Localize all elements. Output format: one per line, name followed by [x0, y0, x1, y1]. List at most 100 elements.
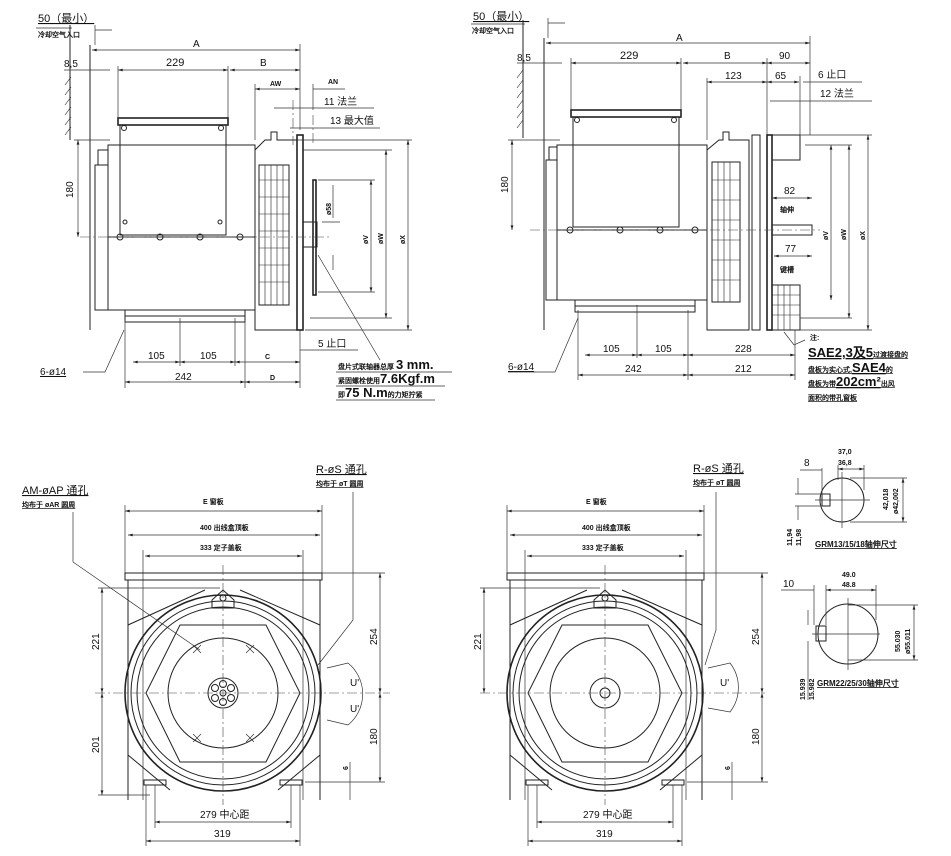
keyway-label: 键槽 — [779, 265, 794, 274]
dim-319-label: 319 — [596, 829, 613, 840]
dim-180-label: 180 — [369, 728, 380, 745]
dim-180-label: 180 — [65, 181, 76, 198]
dim-229-label: 229 — [166, 57, 184, 69]
dim-123-label: 123 — [725, 71, 742, 82]
dim-201-label: 201 — [91, 736, 102, 753]
dia-55-030-label: 55.030 — [895, 630, 902, 652]
dim-254-label: 254 — [751, 628, 762, 645]
dim-221-label: 221 — [473, 633, 484, 650]
am-holes-label: AM-øAP 通孔 — [22, 484, 88, 497]
dim-90-label: 90 — [779, 51, 791, 62]
note-line-4: 面积的带孔窗板 — [808, 393, 858, 402]
dim-212-label: 212 — [735, 364, 752, 375]
angle-u1-label: U' — [350, 678, 359, 689]
r-pcd-label: 均布于 øT 圆周 — [693, 478, 740, 487]
air-inlet-label: 冷却空气入口 — [38, 30, 80, 39]
note-line-2: 盘板为实心式,SAE4的 — [808, 360, 893, 375]
dim-e-label: E 窗板 — [586, 497, 608, 506]
dim-c-label: C — [265, 354, 270, 361]
caption-label: GRM22/25/30轴伸尺寸 — [817, 678, 899, 688]
dim-6-label: 6 — [343, 766, 350, 770]
note-line-1: SAE2,3及5过渡接盘的 — [808, 345, 908, 360]
end-view-b: R-øS 通孔 均布于 øT 圆周 E 窗板 400 出线盒顶板 333 定子盖… — [473, 462, 768, 846]
dim-e-label: E 窗板 — [203, 497, 225, 506]
dim-105-1-label: 105 — [603, 344, 620, 355]
note-label: 注: — [810, 333, 819, 342]
dim-b-label: B — [724, 51, 731, 62]
flange-11-label: 11 法兰 — [324, 95, 357, 108]
dia-42-002-label: ø42,002 — [893, 488, 900, 514]
dim-b-label: B — [260, 58, 267, 69]
dia-v-label: øV — [363, 235, 370, 244]
max-13-label: 13 最大值 — [330, 114, 374, 127]
dim-48-8-label: 48.8 — [842, 582, 856, 589]
angle-u2-label: U' — [350, 704, 359, 715]
dim-228-label: 228 — [735, 344, 752, 355]
dim-333-label: 333 定子盖板 — [582, 543, 625, 552]
dia-x-label: øX — [400, 235, 407, 244]
air-inlet-label: 冷却空气入口 — [472, 26, 514, 35]
dim-11-98-label: 11,98 — [796, 529, 803, 546]
dim-a-label: A — [676, 33, 683, 44]
dim-11-94-label: 11,94 — [787, 529, 794, 546]
shaft-detail-grm22: 10 49.0 48.8 55.030 ø55.011 15.939 15.98… — [781, 572, 918, 700]
dim-180-label: 180 — [500, 176, 511, 193]
dim-15-982-label: 15.982 — [809, 678, 816, 700]
dim-242-label: 242 — [625, 364, 642, 375]
dim-319-label: 319 — [214, 829, 231, 840]
holes-label: 6-ø14 — [40, 367, 67, 378]
dim-105-2-label: 105 — [200, 351, 217, 362]
dim-d-label: D — [270, 375, 275, 382]
dim-65-label: 65 — [775, 71, 787, 82]
spigot-6-label: 6 止口 — [818, 69, 846, 81]
side-view-a: 50（最小） 冷却空气入口 A 8,5 229 B AW AN 11 法兰 13… — [36, 12, 452, 401]
dim-82-label: 82 — [784, 186, 796, 197]
flange-12-label: 12 法兰 — [820, 87, 854, 100]
dim-10-label: 10 — [783, 579, 795, 590]
spigot-5-label: 5 止口 — [318, 338, 346, 350]
dim-221-label: 221 — [91, 633, 102, 650]
dim-400-label: 400 出线盒顶板 — [200, 523, 250, 532]
dim-229-label: 229 — [620, 50, 638, 62]
note-line-3: 即75 N.m的力矩拧紧 — [338, 385, 423, 400]
dim-105-1-label: 105 — [148, 351, 165, 362]
dia-55-011-label: ø55.011 — [905, 629, 912, 654]
dim-37-0-label: 37,0 — [838, 449, 852, 456]
dia-w-label: øW — [378, 233, 385, 244]
dim-8-5-label: 8,5 — [64, 59, 78, 70]
shaft-extension-label: 轴伸 — [780, 205, 794, 214]
min-clearance-label: 50（最小） — [473, 10, 529, 23]
angle-u-label: U' — [720, 678, 729, 689]
dim-8-5-label: 8,5 — [517, 53, 531, 64]
dia-58-label: ø58 — [326, 203, 333, 215]
dim-36-8-label: 36,8 — [838, 460, 852, 467]
dim-49-0-label: 49.0 — [842, 572, 856, 579]
dim-333-label: 333 定子盖板 — [200, 543, 243, 552]
dia-x-label: øX — [860, 231, 867, 240]
note-line-1: 盘片式联轴器总厚 3 mm. — [338, 357, 434, 372]
r-holes-label: R-øS 通孔 — [693, 462, 744, 475]
dim-15-939-label: 15.939 — [800, 678, 807, 700]
side-view-b: 50（最小） 冷却空气入口 A 8,5 229 B 90 123 65 6 止口… — [471, 10, 908, 402]
min-clearance-label: 50（最小） — [38, 12, 94, 25]
note-line-3: 盘板为带202cm²出风 — [808, 374, 895, 389]
dim-400-label: 400 出线盒顶板 — [582, 523, 632, 532]
holes-label: 6-ø14 — [508, 362, 535, 373]
dim-aw-label: AW — [270, 81, 282, 88]
dim-a-label: A — [193, 39, 200, 50]
note-line-2: 紧固螺栓使用7.6Kgf.m — [338, 371, 435, 386]
dim-279-label: 279 中心距 — [200, 808, 249, 821]
r-holes-label: R-øS 通孔 — [316, 463, 367, 476]
dim-an-label: AN — [328, 79, 338, 86]
dia-v-label: øV — [823, 231, 830, 240]
shaft-detail-grm13: 8 37,0 36,8 42,018 ø42,002 11,94 11,98 G… — [787, 449, 907, 549]
dia-42-018-label: 42,018 — [883, 488, 890, 510]
caption-label: GRM13/15/18轴伸尺寸 — [815, 539, 897, 549]
dia-w-label: øW — [841, 229, 848, 240]
dim-8-label: 8 — [804, 458, 810, 469]
dim-254-label: 254 — [369, 628, 380, 645]
dim-105-2-label: 105 — [655, 344, 672, 355]
dim-6-label: 6 — [725, 766, 732, 770]
dim-279-label: 279 中心距 — [583, 808, 632, 821]
